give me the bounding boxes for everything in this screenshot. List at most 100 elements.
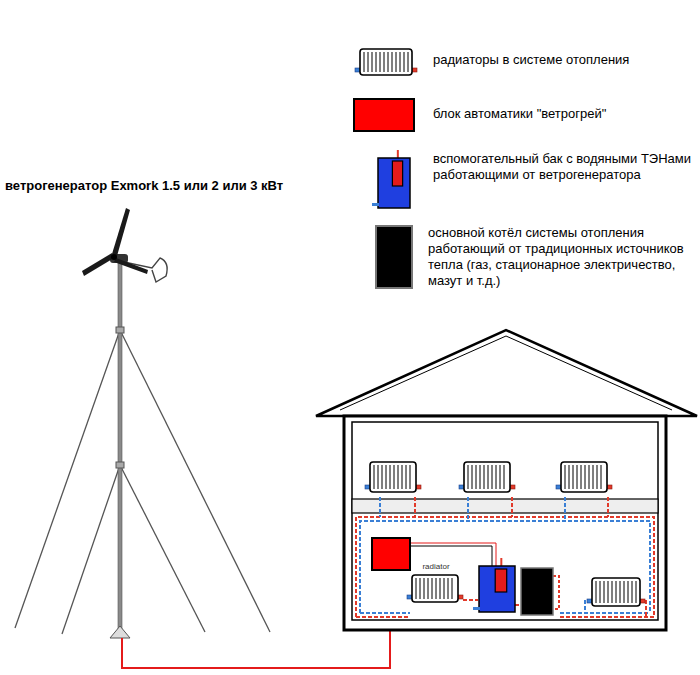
pipe xyxy=(553,576,559,609)
radiator-fin xyxy=(448,578,449,599)
guy-wire xyxy=(120,465,205,632)
radiator-fin xyxy=(628,581,629,603)
boiler-symbol xyxy=(521,568,559,615)
radiator-fin xyxy=(597,465,598,489)
mast-base xyxy=(110,626,130,638)
guy-wire xyxy=(120,330,270,632)
heating-pipe xyxy=(414,497,416,517)
legend-swatch xyxy=(372,148,414,210)
radiator-fin xyxy=(410,465,411,489)
radiator-fin xyxy=(500,465,501,489)
legend-swatch xyxy=(375,225,413,289)
radiator-symbol xyxy=(556,462,612,492)
radiator-node: radiator xyxy=(404,562,468,607)
radiator-fin xyxy=(612,581,613,603)
radiator-fin xyxy=(388,52,389,72)
radiator-fin xyxy=(378,465,379,489)
radiator-fin xyxy=(488,465,489,489)
roof xyxy=(316,330,697,416)
radiator-fin xyxy=(380,52,381,72)
radiator-fin xyxy=(390,465,391,489)
radiator-fin xyxy=(504,465,505,489)
radiator-fin xyxy=(396,52,397,72)
radiator-fin xyxy=(444,578,445,599)
radiator-body xyxy=(561,462,607,492)
radiator-fin xyxy=(424,578,425,599)
radiator-body xyxy=(370,462,416,492)
hub xyxy=(111,254,117,260)
radiator-symbol xyxy=(407,575,463,602)
radiator-fin xyxy=(480,465,481,489)
radiator-fin xyxy=(404,52,405,72)
radiator-fin xyxy=(382,465,383,489)
radiator-symbol xyxy=(587,578,645,606)
boiler-body xyxy=(521,568,553,615)
radiator-fin xyxy=(596,581,597,603)
radiator-fin xyxy=(374,465,375,489)
radiator-fin xyxy=(620,581,621,603)
radiator-fin xyxy=(452,578,453,599)
radiator-symbol xyxy=(365,462,421,492)
house xyxy=(316,330,697,630)
wind-turbine xyxy=(15,208,270,638)
radiator-fin xyxy=(408,52,409,72)
legend-icon xyxy=(353,46,419,78)
radiator-fin xyxy=(392,52,393,72)
radiator-fin xyxy=(402,465,403,489)
tank-body xyxy=(479,566,515,612)
legend-swatch xyxy=(353,46,419,78)
legend-icon xyxy=(372,148,414,210)
roof-inner xyxy=(340,336,672,410)
radiator-fin xyxy=(432,578,433,599)
radiator-symbol xyxy=(355,49,417,75)
turbine-blade xyxy=(112,208,130,256)
house-wall xyxy=(344,416,666,630)
radiator-body xyxy=(592,578,640,606)
heating-pipe xyxy=(560,612,650,614)
radiator-fin xyxy=(496,465,497,489)
pipe xyxy=(372,203,379,206)
legend-text: вспомогательный бак с водяными ТЭНами ра… xyxy=(433,151,694,183)
heater-element xyxy=(392,161,402,186)
floor-slab xyxy=(352,499,658,513)
radiator-fin xyxy=(428,578,429,599)
radiator-fin xyxy=(573,465,574,489)
guy-wire xyxy=(62,465,120,634)
radiator-fin xyxy=(585,465,586,489)
heating-pipe xyxy=(511,497,513,517)
guy-wire xyxy=(15,330,120,628)
radiator-fin xyxy=(364,52,365,72)
radiator-fin xyxy=(632,581,633,603)
legend-text: основной котёл системы отопления работаю… xyxy=(428,225,694,289)
heating-pipe xyxy=(560,616,654,618)
radiator-graphic xyxy=(404,573,468,607)
radiator-fin xyxy=(569,465,570,489)
heater-element xyxy=(495,569,507,592)
radiator-symbol xyxy=(459,462,515,492)
tank-body xyxy=(378,158,410,208)
radiator-fin xyxy=(416,578,417,599)
heating-pipe xyxy=(360,612,410,614)
mast-joint xyxy=(116,462,124,468)
heating-pipe xyxy=(356,616,410,618)
radiator-body xyxy=(412,575,458,602)
radiator-fin xyxy=(604,581,605,603)
heating-pipe xyxy=(463,599,478,601)
radiator-fin xyxy=(601,465,602,489)
automation-block xyxy=(372,538,410,570)
radiator-fin xyxy=(492,465,493,489)
tank-symbol xyxy=(372,150,410,208)
heating-pipe xyxy=(607,497,609,517)
radiator-fin xyxy=(589,465,590,489)
radiator-fin xyxy=(376,52,377,72)
radiator-fin xyxy=(372,52,373,72)
legend-text: блок автоматики "ветрогрей" xyxy=(433,106,694,122)
legend-swatch xyxy=(353,98,415,132)
radiator-fin xyxy=(472,465,473,489)
radiator-fin xyxy=(400,52,401,72)
radiator-fin xyxy=(384,52,385,72)
node-label: radiator xyxy=(404,562,468,571)
heating-pipe xyxy=(467,497,469,521)
